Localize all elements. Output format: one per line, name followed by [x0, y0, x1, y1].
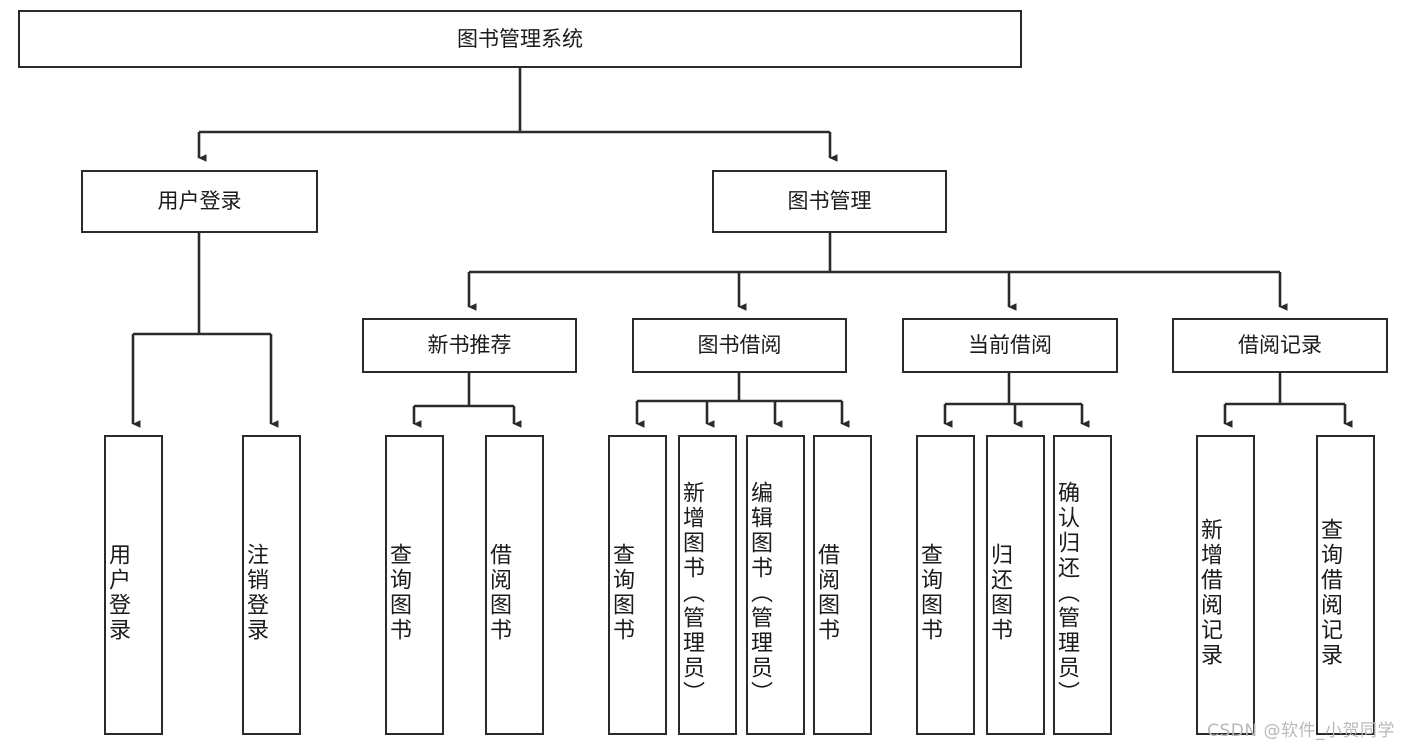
node-book-management[interactable]: 图书管理 [712, 170, 947, 233]
node-leaf-return-book-label: 归还图书 [987, 543, 1012, 643]
node-leaf-query-book-1[interactable]: 查询图书 [385, 435, 444, 735]
node-leaf-borrow-book-2-label: 借阅图书 [814, 543, 839, 643]
node-leaf-borrow-book-2[interactable]: 借阅图书 [813, 435, 872, 735]
node-leaf-confirm-return-label: 确认归还（管理员） [1054, 480, 1079, 706]
node-leaf-edit-book-label: 编辑图书（管理员） [747, 480, 772, 706]
node-leaf-query-borrow-record[interactable]: 查询借阅记录 [1316, 435, 1375, 735]
csdn-watermark: CSDN @软件_小贺同学 [1207, 721, 1395, 741]
node-borrow-record-label: 借阅记录 [1238, 333, 1322, 358]
node-leaf-borrow-book-1-label: 借阅图书 [486, 543, 511, 643]
node-leaf-borrow-book-1[interactable]: 借阅图书 [485, 435, 544, 735]
node-new-book-recommend-label: 新书推荐 [427, 333, 512, 358]
node-book-borrow-label: 图书借阅 [697, 333, 782, 358]
node-leaf-query-book-3-label: 查询图书 [917, 543, 942, 643]
node-leaf-add-borrow-record-label: 新增借阅记录 [1197, 518, 1222, 668]
node-leaf-return-book[interactable]: 归还图书 [986, 435, 1045, 735]
node-leaf-query-book-2[interactable]: 查询图书 [608, 435, 667, 735]
node-leaf-user-login-label: 用户登录 [105, 543, 130, 643]
node-leaf-query-book-3[interactable]: 查询图书 [916, 435, 975, 735]
node-current-borrow[interactable]: 当前借阅 [902, 318, 1118, 373]
node-root[interactable]: 图书管理系统 [18, 10, 1022, 68]
node-leaf-confirm-return[interactable]: 确认归还（管理员） [1053, 435, 1112, 735]
node-user-login-label: 用户登录 [157, 189, 242, 214]
node-root-label: 图书管理系统 [457, 26, 583, 51]
node-leaf-user-login[interactable]: 用户登录 [104, 435, 163, 735]
node-leaf-add-book[interactable]: 新增图书（管理员） [678, 435, 737, 735]
node-leaf-add-book-label: 新增图书（管理员） [679, 480, 704, 706]
node-leaf-edit-book[interactable]: 编辑图书（管理员） [746, 435, 805, 735]
node-leaf-logout-login[interactable]: 注销登录 [242, 435, 301, 735]
node-book-borrow[interactable]: 图书借阅 [632, 318, 847, 373]
node-leaf-query-book-2-label: 查询图书 [609, 543, 634, 643]
node-book-management-label: 图书管理 [787, 189, 872, 214]
node-user-login[interactable]: 用户登录 [81, 170, 318, 233]
node-leaf-query-borrow-record-label: 查询借阅记录 [1317, 518, 1342, 668]
node-leaf-logout-login-label: 注销登录 [243, 543, 268, 643]
node-leaf-query-book-1-label: 查询图书 [386, 543, 411, 643]
node-current-borrow-label: 当前借阅 [968, 333, 1052, 358]
node-borrow-record[interactable]: 借阅记录 [1172, 318, 1388, 373]
node-new-book-recommend[interactable]: 新书推荐 [362, 318, 577, 373]
node-leaf-add-borrow-record[interactable]: 新增借阅记录 [1196, 435, 1255, 735]
